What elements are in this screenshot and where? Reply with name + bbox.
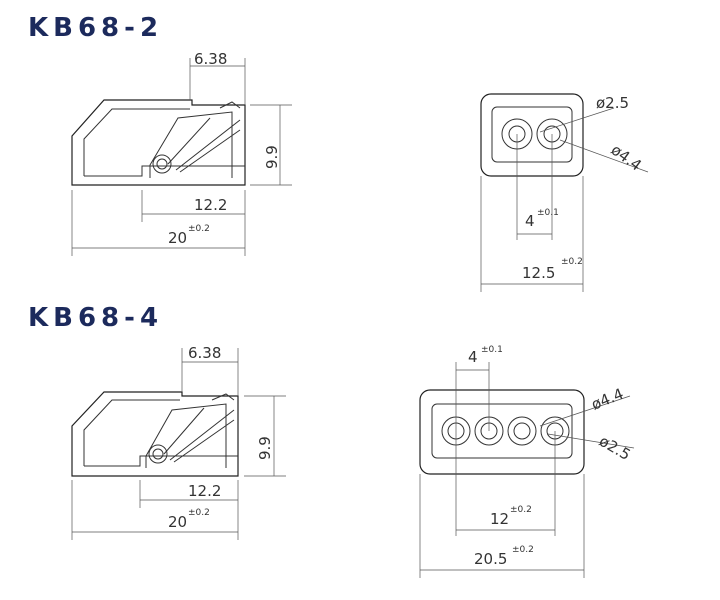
kb68-4-dim-width-tol: ±0.2 [512,545,534,555]
kb68-4-dim-pitch-tol: ±0.1 [481,345,503,355]
kb68-4-dim-width-20-5: 20.5 [474,550,507,568]
kb68-4-side-view: 6.38 9.9 12.2 20 ±0.2 [71,344,286,540]
kb68-2-dim-12-2: 12.2 [194,196,227,214]
kb68-2-dim-pitch-tol: ±0.1 [537,208,559,218]
kb68-2-dim-hole-2-5: ø2.5 [596,94,629,112]
kb68-4-dim-span-12: 12 [490,510,509,528]
kb68-4-dim-hole-2-5: ø2.5 [596,432,634,464]
kb68-4-dim-9-9: 9.9 [256,436,274,460]
kb68-2-front-view: ø2.5 ø4.4 4 ±0.1 12.5 ±0.2 [480,93,649,292]
kb68-2-dim-outer-4-4: ø4.4 [608,141,645,175]
kb68-4-dim-outer-4-4: ø4.4 [589,385,626,414]
kb68-2-dim-9-9: 9.9 [263,145,281,169]
kb68-4-dim-12-2: 12.2 [188,482,221,500]
kb68-4-dim-pitch-4: 4 [468,348,478,366]
kb68-2-dim-width-12-5: 12.5 [522,264,555,282]
kb68-4-dim-span-tol: ±0.2 [510,505,532,515]
kb68-4-dim-20-tol: ±0.2 [188,508,210,518]
kb68-4-dim-6-38: 6.38 [188,344,221,362]
kb68-4-front-view: 4 ±0.1 ø4.4 ø2.5 12 ±0.2 20.5 ±0.2 [419,345,635,578]
kb68-2-dim-20: 20 [168,229,187,247]
kb68-4-dim-20: 20 [168,513,187,531]
kb68-2-title: KB68-2 [28,13,163,43]
kb68-2-dim-width-tol: ±0.2 [561,257,583,267]
kb68-2-dim-6-38: 6.38 [194,50,227,68]
kb68-4-title: KB68-4 [28,303,163,333]
kb68-2-dim-20-tol: ±0.2 [188,224,210,234]
kb68-2-dim-pitch-4: 4 [525,212,535,230]
kb68-2-side-view: 6.38 9.9 12.2 20 ±0.2 [71,50,292,256]
